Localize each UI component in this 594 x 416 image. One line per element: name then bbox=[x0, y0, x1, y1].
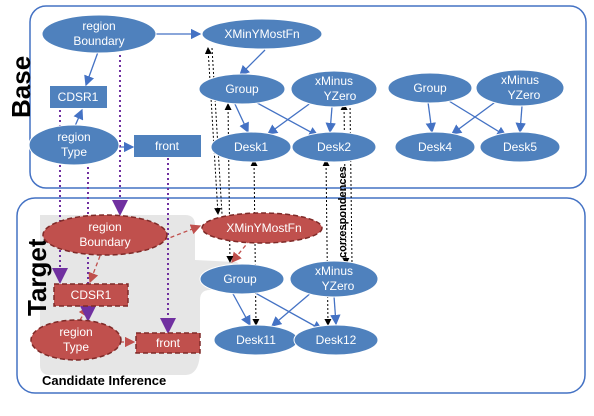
corr-desk2 bbox=[322, 159, 332, 326]
target-node-desk12: Desk12 bbox=[293, 324, 379, 356]
target-panel bbox=[16, 197, 586, 394]
base-node-cdsr1: CDSR1 bbox=[50, 86, 107, 108]
svg-text:Group: Group bbox=[413, 81, 447, 95]
base-node-desk4: Desk4 bbox=[394, 131, 476, 163]
base-title: Base bbox=[6, 56, 36, 118]
base-node-group: Group bbox=[198, 73, 286, 105]
svg-text:Boundary: Boundary bbox=[73, 34, 124, 48]
target-node-region-type: region Type bbox=[30, 319, 122, 361]
base-node-front: front bbox=[134, 135, 201, 157]
svg-text:Desk11: Desk11 bbox=[236, 333, 276, 347]
svg-text:Group: Group bbox=[223, 272, 257, 286]
svg-text:Desk2: Desk2 bbox=[317, 140, 351, 154]
svg-text:Type: Type bbox=[63, 340, 89, 354]
target-node-region-boundary: region Boundary bbox=[42, 214, 168, 256]
svg-text:YZero: YZero bbox=[324, 89, 357, 103]
svg-text:region: region bbox=[88, 220, 121, 234]
svg-text:CDSR1: CDSR1 bbox=[71, 288, 112, 302]
corr-xm bbox=[340, 103, 350, 265]
target-node-front: front bbox=[135, 332, 201, 354]
target-node-xminus-yzero: xMinus YZero bbox=[289, 260, 379, 298]
svg-text:Desk1: Desk1 bbox=[234, 140, 268, 154]
edge-t-group-desk12 bbox=[249, 289, 324, 331]
base-node-desk1: Desk1 bbox=[210, 131, 292, 163]
svg-text:Type: Type bbox=[61, 145, 87, 159]
svg-text:xMinus: xMinus bbox=[315, 264, 353, 278]
base-node-xminus-yzero: xMinus YZero bbox=[290, 70, 378, 108]
edge-xm2-desk5 bbox=[515, 105, 526, 134]
target-node-cdsr1: CDSR1 bbox=[53, 283, 129, 307]
edge-rt-cdsr1 bbox=[73, 108, 84, 127]
svg-text:front: front bbox=[156, 336, 181, 350]
edge-t-rb-cdsr1 bbox=[88, 255, 101, 284]
edge-t-group-desk11 bbox=[231, 291, 251, 327]
edge-t-xmin-group bbox=[231, 239, 251, 264]
svg-text:CDSR1: CDSR1 bbox=[58, 90, 99, 104]
base-node-region-boundary: region Boundary bbox=[41, 14, 157, 54]
base-node-xminymostfn: XMinYMostFn bbox=[201, 18, 323, 50]
base-node-desk2: Desk2 bbox=[291, 131, 377, 163]
edge-xm2-desk4 bbox=[450, 99, 499, 135]
target-title: Target bbox=[22, 238, 52, 316]
base-node-desk5: Desk5 bbox=[479, 131, 561, 163]
svg-text:Desk4: Desk4 bbox=[418, 140, 452, 154]
svg-text:xMinus: xMinus bbox=[315, 74, 353, 88]
target-node-desk11: Desk11 bbox=[213, 324, 299, 356]
svg-text:Desk12: Desk12 bbox=[316, 333, 357, 347]
svg-text:region: region bbox=[59, 325, 92, 339]
correspondences-label: correspondences bbox=[337, 166, 349, 258]
base-node-region-type: region Type bbox=[28, 124, 120, 166]
edge-group-desk2 bbox=[247, 97, 320, 137]
svg-text:Group: Group bbox=[225, 82, 259, 96]
candidate-inference-label: Candidate Inference bbox=[42, 373, 166, 388]
base-node-group-2: Group bbox=[387, 72, 473, 104]
svg-text:front: front bbox=[155, 139, 180, 153]
target-node-group: Group bbox=[199, 263, 285, 295]
svg-text:YZero: YZero bbox=[322, 279, 355, 293]
svg-text:XMinYMostFn: XMinYMostFn bbox=[224, 27, 299, 41]
svg-text:Desk5: Desk5 bbox=[503, 140, 537, 154]
base-node-xminus-yzero-2: xMinus YZero bbox=[475, 69, 565, 107]
corr-xm-b bbox=[349, 103, 353, 265]
svg-text:YZero: YZero bbox=[508, 88, 541, 102]
svg-text:region: region bbox=[57, 130, 90, 144]
edge-t-xm-desk12 bbox=[330, 295, 341, 326]
corr-desk1 bbox=[250, 159, 260, 326]
edge-group-desk1 bbox=[233, 101, 249, 134]
svg-text:XMinYMostFn: XMinYMostFn bbox=[226, 221, 301, 235]
svg-text:region: region bbox=[82, 19, 115, 33]
edge-group2-desk4 bbox=[425, 101, 436, 134]
edge-t-xm-desk11 bbox=[271, 291, 313, 327]
edge-xmin-group bbox=[239, 49, 266, 76]
svg-text:Boundary: Boundary bbox=[79, 235, 130, 249]
svg-text:xMinus: xMinus bbox=[501, 73, 539, 87]
edge-rb-cdsr1 bbox=[84, 51, 99, 87]
edge-xm-desk2 bbox=[325, 106, 336, 134]
edge-xm-desk1 bbox=[266, 101, 313, 135]
target-node-xminymostfn: XMinYMostFn bbox=[201, 212, 323, 244]
base-panel bbox=[29, 5, 587, 189]
